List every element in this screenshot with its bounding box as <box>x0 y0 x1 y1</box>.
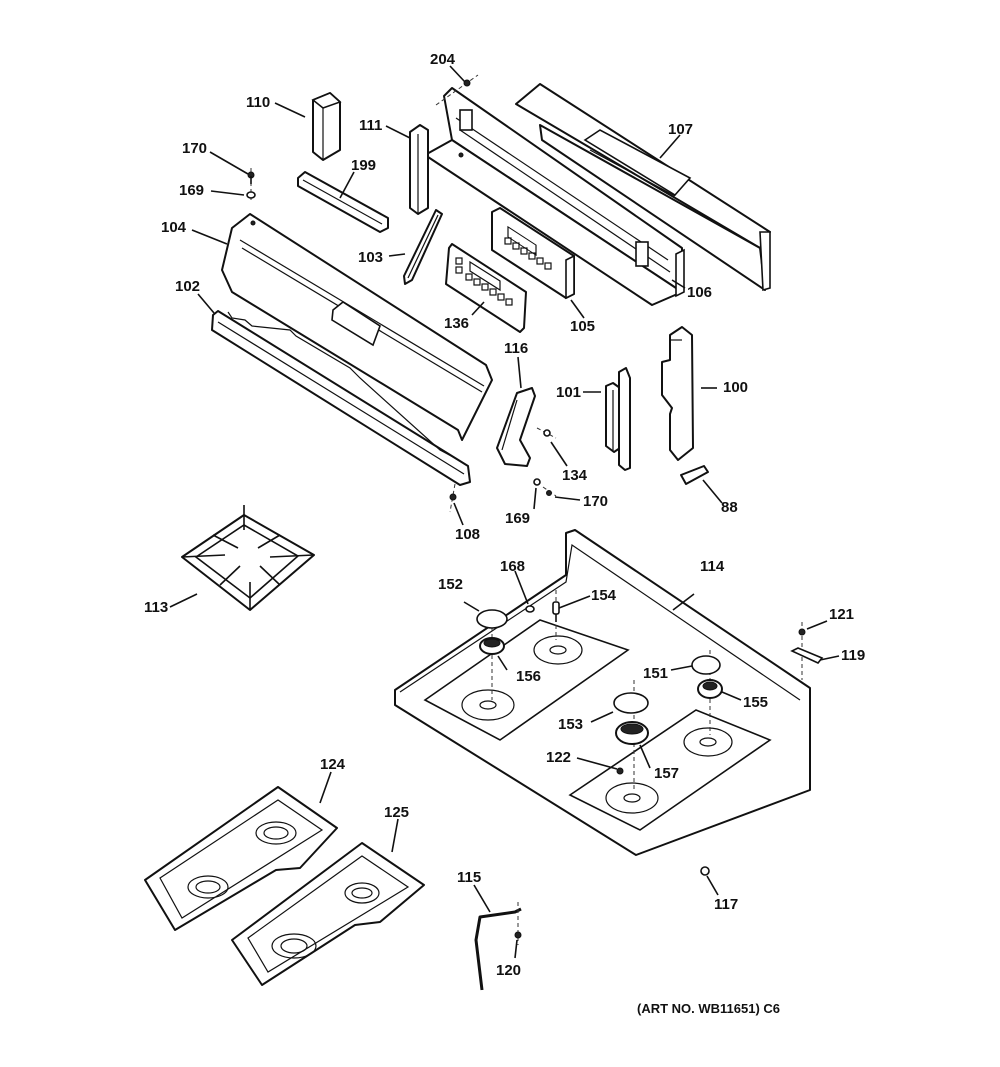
part-152-burner-cap[interactable] <box>476 609 508 629</box>
label-120: 120 <box>496 962 521 979</box>
part-labels: 204 110 111 107 170 169 199 104 103 106 … <box>144 51 865 1016</box>
label-199: 199 <box>351 157 376 174</box>
label-103: 103 <box>358 249 383 266</box>
part-113-burner-grate[interactable] <box>181 505 315 611</box>
part-116-end-cap[interactable] <box>496 387 536 467</box>
part-169-washer-left[interactable] <box>246 191 256 199</box>
part-103-strap[interactable] <box>403 209 443 285</box>
part-120-nut[interactable] <box>514 902 522 945</box>
label-134: 134 <box>562 467 588 484</box>
label-114: 114 <box>700 558 725 575</box>
part-151-burner-cap[interactable] <box>691 655 721 675</box>
label-168: 168 <box>500 558 525 575</box>
part-105-electronic-control[interactable] <box>491 207 575 300</box>
part-170-screw-left[interactable] <box>247 168 255 200</box>
part-119-bracket[interactable] <box>790 647 824 664</box>
part-102-trim-rail[interactable] <box>211 310 471 486</box>
part-124-drip-pan[interactable] <box>144 786 338 931</box>
part-110-spark-module[interactable] <box>311 92 342 161</box>
label-136: 136 <box>444 315 469 332</box>
label-88: 88 <box>721 499 738 516</box>
label-100: 100 <box>723 379 748 396</box>
label-119: 119 <box>841 647 865 664</box>
label-115: 115 <box>457 869 481 886</box>
part-170-screw-right[interactable] <box>542 486 557 497</box>
label-170-left: 170 <box>182 140 207 157</box>
label-124: 124 <box>320 756 346 773</box>
part-153-burner-cap[interactable] <box>613 692 649 714</box>
label-169-right: 169 <box>505 510 530 527</box>
part-111-bracket[interactable] <box>409 124 429 215</box>
leader-lines <box>169 65 840 959</box>
label-151: 151 <box>643 665 668 682</box>
label-104: 104 <box>161 219 187 236</box>
label-106: 106 <box>687 284 712 301</box>
part-136-touchpad-overlay[interactable] <box>445 243 527 333</box>
label-152: 152 <box>438 576 463 593</box>
part-157-burner-head[interactable] <box>615 721 649 745</box>
part-122-screw[interactable] <box>616 767 624 775</box>
label-107: 107 <box>668 121 693 138</box>
label-157: 157 <box>654 765 679 782</box>
label-111: 111 <box>359 117 382 134</box>
part-169-washer-right[interactable] <box>533 478 541 486</box>
label-154: 154 <box>591 587 617 604</box>
label-153: 153 <box>558 716 583 733</box>
part-199-bracket-bar[interactable] <box>297 171 389 233</box>
part-108-screw[interactable] <box>449 483 457 513</box>
label-155: 155 <box>743 694 768 711</box>
label-101: 101 <box>556 384 581 401</box>
label-156: 156 <box>516 668 541 685</box>
label-108: 108 <box>455 526 480 543</box>
label-125: 125 <box>384 804 409 821</box>
part-88-spacer[interactable] <box>680 465 709 485</box>
label-121: 121 <box>829 606 854 623</box>
part-107-vent-trim[interactable] <box>515 83 771 292</box>
part-125-drip-pan[interactable] <box>231 842 425 986</box>
label-117: 117 <box>714 896 738 913</box>
label-102: 102 <box>175 278 200 295</box>
label-113: 113 <box>144 599 168 616</box>
part-114-cooktop[interactable] <box>394 529 811 856</box>
label-122: 122 <box>546 749 571 766</box>
art-number-caption: (ART NO. WB11651) C6 <box>637 1001 780 1016</box>
part-168-clip[interactable] <box>525 605 535 613</box>
part-100-side-trim[interactable] <box>661 326 694 461</box>
part-104-control-panel[interactable] <box>221 213 493 441</box>
label-105: 105 <box>570 318 595 335</box>
label-110: 110 <box>246 94 270 111</box>
label-169-left: 169 <box>179 182 204 199</box>
part-101-bracket[interactable] <box>605 367 631 471</box>
part-134-screw[interactable] <box>536 427 557 439</box>
part-117-nut[interactable] <box>700 866 710 876</box>
label-170-right: 170 <box>583 493 608 510</box>
part-156-burner-head[interactable] <box>479 637 505 655</box>
label-116: 116 <box>504 340 528 357</box>
part-115-rod[interactable] <box>474 907 522 991</box>
part-155-burner-head[interactable] <box>697 679 723 699</box>
label-204: 204 <box>430 51 456 68</box>
